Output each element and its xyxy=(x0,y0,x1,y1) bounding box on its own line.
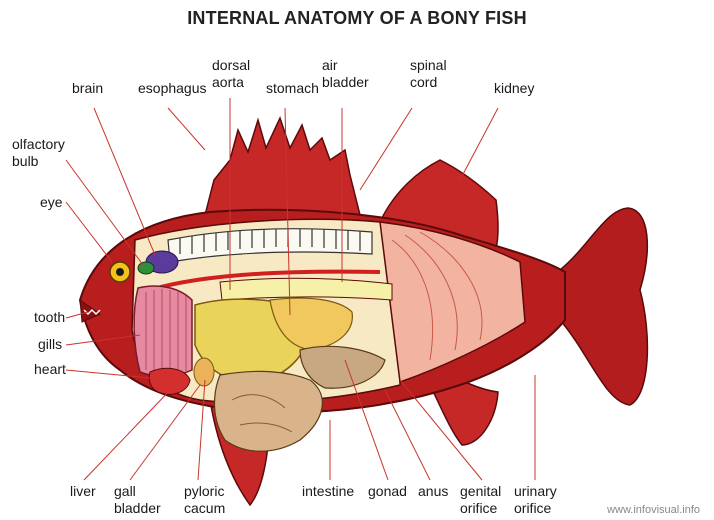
gall-bladder xyxy=(194,358,214,386)
label-kidney: kidney xyxy=(494,80,534,97)
label-heart: heart xyxy=(34,361,66,378)
label-gall-bladder: gall bladder xyxy=(114,483,161,517)
intestine xyxy=(215,371,323,451)
label-brain: brain xyxy=(72,80,103,97)
label-liver: liver xyxy=(70,483,96,500)
label-stomach: stomach xyxy=(266,80,319,97)
label-air-bladder: air bladder xyxy=(322,57,369,91)
label-intestine: intestine xyxy=(302,483,354,500)
dorsal-fin-spiny xyxy=(205,118,360,215)
label-olfactory-bulb: olfactory bulb xyxy=(12,136,65,170)
credit-text: www.infovisual.info xyxy=(607,504,700,516)
label-spinal-cord: spinal cord xyxy=(410,57,447,91)
label-esophagus: esophagus xyxy=(138,80,207,97)
label-pyloric-cacum: pyloric cacum xyxy=(184,483,225,517)
label-genital-orifice: genital orifice xyxy=(460,483,501,517)
label-eye: eye xyxy=(40,194,63,211)
label-tooth: tooth xyxy=(34,309,65,326)
label-dorsal-aorta: dorsal aorta xyxy=(212,57,250,91)
olfactory-bulb xyxy=(138,262,154,274)
caudal-fin xyxy=(560,208,647,405)
label-gills: gills xyxy=(38,336,62,353)
gills xyxy=(134,286,192,376)
label-anus: anus xyxy=(418,483,448,500)
air-bladder xyxy=(220,278,392,300)
label-gonad: gonad xyxy=(368,483,407,500)
label-urinary-orifice: urinary orifice xyxy=(514,483,557,517)
